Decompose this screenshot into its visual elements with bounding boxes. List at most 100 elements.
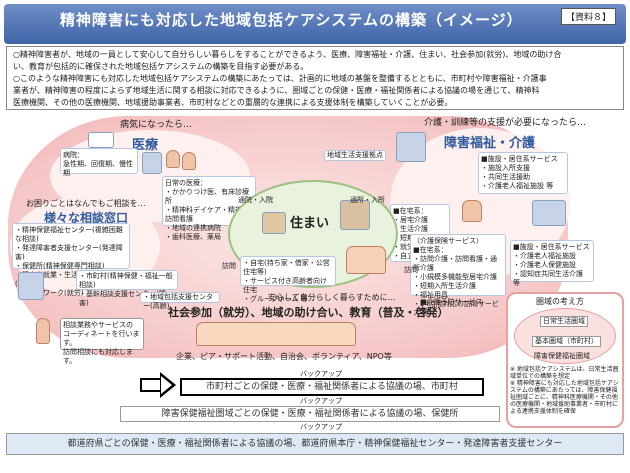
comprehensive-center-box: ・地域包括支援センター(高齢) [140,292,220,310]
care-line: （介護保険サービス） [413,237,483,245]
municipal-consult-box: ・市町村(精神保健・福祉一般相談) ・基幹相談支援センター(障害) [76,270,178,307]
coordinator-line: コーディネートを行います。 [63,330,140,347]
area-council-label: 障害保健福祉圏域ごとの保健・医療・福祉関係者による協議の場、保健所 [161,409,459,419]
area-council-band: 障害保健福祉圏域ごとの保健・医療・福祉関係者による協議の場、保健所 [120,406,500,422]
hospital-types: 急性期、回復期、慢性期 [63,160,133,177]
care-facility-line: ・介護老人福祉施設 [513,252,576,260]
care-line: ・訪問介護・訪問看護・通所介護 [413,255,497,272]
municipal-consult-line: ・市町村(精神保健・福祉一般相談) [79,272,173,289]
daily-care-line: ・精神科デイケア・精神科訪問看護 [165,206,249,223]
community-people-icon [196,322,356,346]
backup-label: バックアップ [300,397,342,405]
welfare-facility-box: ■施設・居住系サービス ・施設入所支援 ・共同生活援助 ・介護老人福祉施設 等 [478,152,568,194]
backup-label: バックアップ [300,370,342,378]
coordinator-line: 訪問相談にも対応します。 [63,348,133,365]
care-line: ・短期入所生活介護 [413,282,476,290]
prefecture-council-label: 都道府県ごとの保健・医療・福祉関係者による協議の場、都道府県本庁・精神保健福祉セ… [67,439,563,449]
housing-line: ・自宅(持ち家・借家・公営住宅等) [243,259,330,276]
basic-zone-label: 基本圏域（市町村） [532,336,601,347]
care-facility-line: ■施設・居住系サービス [513,243,590,251]
area-zone-label: 障害保健福祉圏域 [534,352,590,360]
house-icon [262,212,286,234]
care-facility-box: ■施設・居住系サービス ・介護老人福祉施設 ・介護老人保健施設 ・認知症共同生活… [510,240,594,287]
backup-label: バックアップ [300,423,342,431]
welfare-facility-line: ■施設・居住系サービス [481,155,558,163]
care-line: ・小規模多機能型居宅介護 [413,273,497,281]
daily-zone-label: 日常生活圏域 [540,316,588,327]
consultation-line: ・保健所(精神保健専門相談) [15,262,105,270]
visit-label: 訪問 [222,262,236,270]
nurse-icon [182,152,196,170]
housing-box: ・自宅(持ち家・借家・公営住宅等) ・サービス付き高齢者向け住宅 ・グループホー… [240,256,336,303]
hospital-icon [142,152,162,174]
care-facility-line: ・介護老人保健施設 [513,261,576,269]
life-support-hub-label: 地域生活支援拠点 [327,151,383,159]
header-banner [4,4,626,44]
prevention-label: ■介護予防サービス [420,298,483,306]
welfare-home-line: ・居宅介護 [393,216,428,224]
daily-care-line: ・地域の連携病院 [165,224,221,232]
visit-admission-label: 通院・入院 [238,196,273,204]
intro-line: 業者が、精神障害の程度によらず地域生活に関する相談に対応できるように、圏域ごとの… [13,86,540,95]
apartment-icon [340,200,370,230]
care-line: ■在宅系： [413,246,448,254]
doctor-icon [166,150,180,168]
community-trigger: 安心して自分らしく暮らすために… [268,293,396,302]
prefecture-council-band: 都道府県ごとの保健・医療・福祉関係者による協議の場、都道府県本庁・精神保健福祉セ… [6,433,624,455]
welfare-facility-line: ・共同生活援助 [481,173,530,181]
consultation-line: ・ハローワーク(就労) [15,289,84,297]
welfare-trigger: 介護・訓練等の支援が必要になったら… [424,118,587,128]
municipal-consult-line: ・基幹相談支援センター(障害) [79,290,166,307]
coordinator-box: 相談業務やサービスの コーディネートを行います。 訪問相談にも対応します。 [60,318,144,365]
daily-care-line: ・歯科医療、薬局 [165,233,221,241]
ambulance-icon [88,132,114,148]
facility-building-icon [396,132,426,162]
housing-title: 住まい [290,216,330,231]
hospital-box: 病院： 急性期、回復期、慢性期 [60,148,138,177]
daily-care-line: 日常の医療： [165,179,207,187]
municipal-council-band: 市町村ごとの保健・医療・福祉関係者による協議の場、市町村 [180,378,484,396]
intro-line: 医療機関、その他の医療機関、地域援助事業者、市町村などとの重層的な連携による支援… [13,98,453,107]
facility-building-icon [532,200,566,226]
consultation-trigger: お困りごとはなんでもご相談を… [26,199,146,208]
welfare-facility-line: ・施設入所支援 [481,164,530,172]
community-groups: 企業、ピア・サポート活動、自治会、ボランティア、NPO等 [176,352,392,361]
welfare-visit-label: 訪問 [404,266,418,274]
welfare-title: 障害福祉・介護 [444,136,536,151]
life-support-hub-box: 地域生活支援拠点 [324,150,386,161]
care-facility-line: ・認知症共同生活介護 等 [513,270,583,287]
coordinator-line: 相談業務やサービスの [63,321,133,329]
zone-notes: ※ 地域包括ケアシステムは、日常生活圏域単位での構築を想定 ※ 精神障害にも対応… [510,366,622,415]
highlight-arrow-head-fill [161,376,172,394]
wheelchair-user-icon [462,200,482,222]
resident-group-icon [346,246,386,274]
housing-line: ・サービス付き高齢者向け住宅 [243,277,327,294]
intro-line: ○精神障害者が、地域の一員として安心して自分らしい暮らしをすることができるよう、… [13,50,562,59]
welfare-home-line: ・生活介護 [393,225,428,233]
intro-line: ○このような精神障害にも対応した地域包括ケアシステムの構築にあたっては、計画的に… [13,74,547,83]
care-insurance-box: （介護保険サービス） ■在宅系： ・訪問介護・訪問看護・通所介護 ・小規模多機能… [410,234,506,317]
consultation-box: ・精神保健福祉センター(複雑困難な相談) ・発達障害者支援センター(発達障害) … [12,223,130,297]
medical-trigger: 病気になったら… [120,120,193,130]
commute-admission-label: 通所・入所 [350,196,385,204]
zone-title: 圏域の考え方 [536,297,584,306]
welfare-facility-line: ・介護老人福祉施設 等 [481,182,554,190]
zone-note: ※ 精神障害にも対応した地域包括ケアシステムの構築にあたっては、障害保健福祉圏域… [510,380,619,415]
community-title: 社会参加（就労）、地域の助け合い、教育（普及・啓発） [168,306,449,319]
daily-care-line: ・かかりつけ医、有床診療所 [165,188,250,205]
page-title: 精神障害にも対応した地域包括ケアシステムの構築（イメージ） [60,11,523,29]
welfare-home-line: ■在宅系： [393,207,428,215]
zone-note: ※ 地域包括ケアシステムは、日常生活圏域単位での構築を想定 [510,366,619,380]
consultation-title: 様々な相談窓口 [44,211,129,225]
office-building-icon [18,272,44,300]
care-line: ・福祉用具 [413,291,448,299]
hospital-label: 病院： [63,151,84,159]
intro-text-box: ○精神障害者が、地域の一員として安心して自分らしい暮らしをすることができるよう、… [6,46,624,110]
care-line: ・24時間対応の訪問サービス 等 [413,300,499,317]
consultation-line: ・発達障害者支援センター(発達障害) [15,244,123,261]
document-badge: 【資料８】 [560,8,616,25]
coordinator-icon [36,318,50,344]
municipal-council-label: 市町村ごとの保健・医療・福祉関係者による協議の場、市町村 [206,382,458,392]
housing-line: ・グループホーム 等 [243,295,308,303]
highlight-arrow-icon [140,378,162,392]
